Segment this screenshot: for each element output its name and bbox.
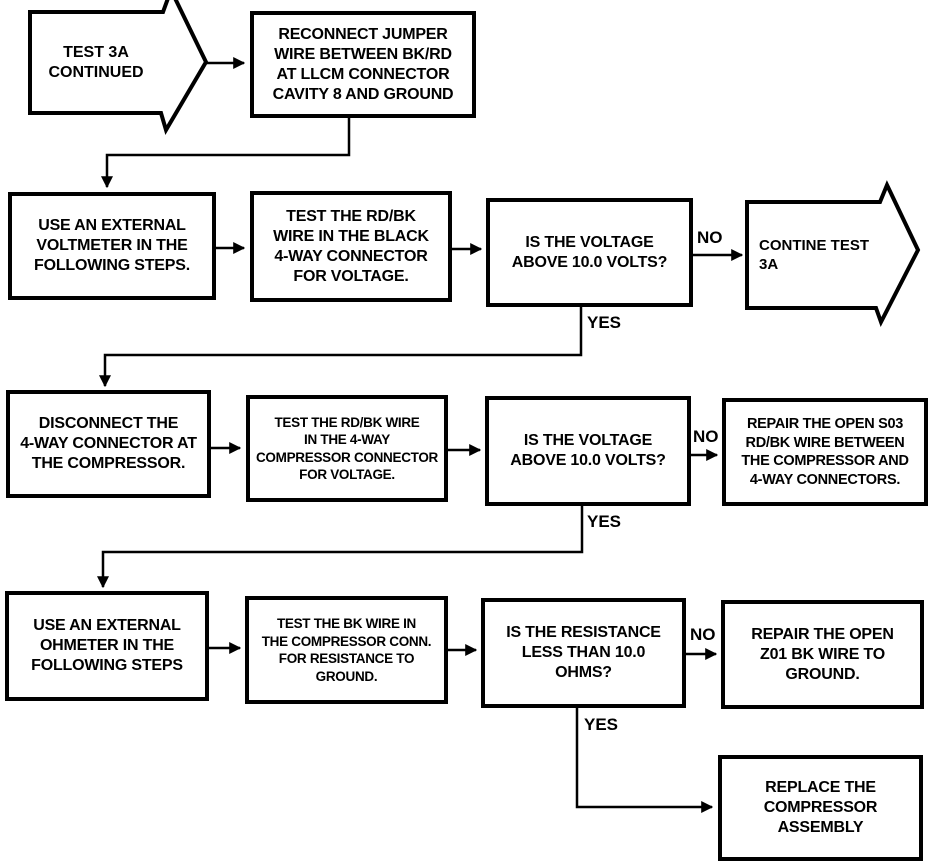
off-page-arrow-out-shape: [745, 180, 921, 328]
off-page-arrow-in-shape: [28, 0, 209, 135]
edge-q2-yes-to-ohmeter: [97, 505, 584, 589]
node-disconnect-4way: DISCONNECT THE 4-WAY CONNECTOR AT THE CO…: [6, 390, 211, 498]
edge-label-no-2: NO: [693, 427, 719, 446]
edge-q1-yes-to-disconnect: [99, 305, 583, 388]
node-test-rdbk-black-connector: TEST THE RD/BK WIRE IN THE BLACK 4-WAY C…: [250, 191, 452, 302]
node-replace-compressor: REPLACE THE COMPRESSOR ASSEMBLY: [718, 755, 923, 861]
edge-label-yes-3: YES: [584, 715, 619, 734]
node-repair-z01-wire: REPAIR THE OPEN Z01 BK WIRE TO GROUND.: [721, 600, 924, 709]
node-use-voltmeter: USE AN EXTERNAL VOLTMETER IN THE FOLLOWI…: [8, 192, 216, 300]
node-voltage-question-2: IS THE VOLTAGE ABOVE 10.0 VOLTS?: [485, 396, 691, 506]
node-reconnect-jumper: RECONNECT JUMPER WIRE BETWEEN BK/RD AT L…: [250, 11, 476, 118]
edge-q3-yes-to-replace: [575, 707, 714, 813]
edge-label-no-1: NO: [697, 228, 723, 247]
edge-reconnect-to-voltmeter: [101, 117, 351, 189]
edge-label-no-3: NO: [690, 625, 716, 644]
node-repair-s03-wire: REPAIR THE OPEN S03 RD/BK WIRE BETWEEN T…: [722, 398, 928, 506]
node-voltage-question-1: IS THE VOLTAGE ABOVE 10.0 VOLTS?: [486, 198, 693, 307]
node-contine-test-3a: CONTINE TEST 3A: [759, 237, 870, 273]
node-use-ohmeter: USE AN EXTERNAL OHMETER IN THE FOLLOWING…: [5, 591, 209, 701]
edge-label-yes-1: YES: [587, 313, 622, 332]
node-resistance-question: IS THE RESISTANCE LESS THAN 10.0 OHMS?: [481, 598, 686, 708]
node-test-3a-continued: TEST 3A CONTINUED: [48, 43, 144, 81]
edge-label-yes-2: YES: [587, 512, 622, 531]
node-test-rdbk-4way-connector: TEST THE RD/BK WIRE IN THE 4-WAY COMPRES…: [246, 395, 448, 502]
node-test-bk-wire: TEST THE BK WIRE IN THE COMPRESSOR CONN.…: [245, 596, 448, 704]
